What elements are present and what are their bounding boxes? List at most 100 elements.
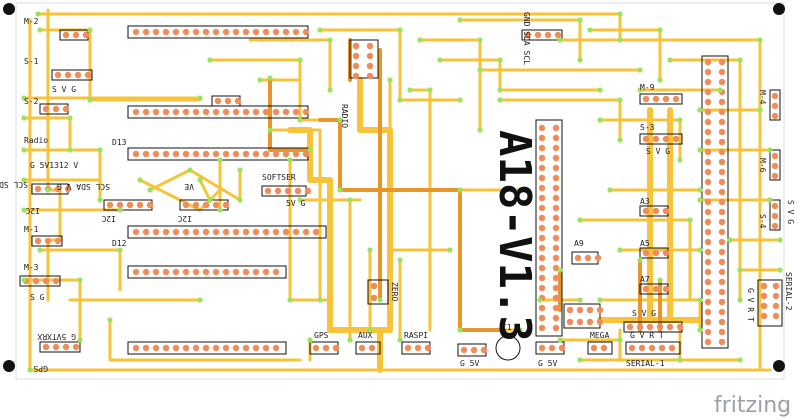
traces-yellow-power	[287, 77, 703, 373]
pin-pad	[538, 304, 546, 312]
pin-pad	[292, 150, 300, 158]
label-s1: S-1	[24, 57, 39, 66]
pin-pad	[718, 158, 726, 166]
via	[77, 277, 83, 283]
label-zero: ZERO	[390, 282, 399, 301]
pin-pad	[538, 274, 546, 282]
via	[457, 327, 463, 333]
pin-pad	[718, 178, 726, 186]
pin-pad	[132, 28, 140, 36]
pin-pad	[704, 198, 712, 206]
pin-pad	[142, 344, 150, 352]
pin-pad	[658, 344, 666, 352]
via	[407, 87, 413, 93]
via	[267, 75, 273, 81]
via	[21, 95, 27, 101]
pin-pad	[586, 306, 594, 314]
pin-pad	[252, 268, 260, 276]
silkscreen: M-2 S-1 S V G S-2 Radio G 5V1312 V SCL S…	[0, 12, 795, 373]
pin-pad	[558, 344, 566, 352]
label-a7: A7	[640, 275, 650, 284]
pin-pad	[642, 285, 650, 293]
via	[307, 147, 313, 153]
pin-pad	[222, 201, 230, 209]
pin-pad	[718, 108, 726, 116]
mounting-hole-br	[773, 360, 785, 372]
pin-pad	[470, 346, 478, 354]
via	[217, 157, 223, 163]
pin-pad	[538, 154, 546, 162]
pin-pad	[304, 187, 312, 195]
via	[617, 11, 623, 17]
pin-pad	[222, 268, 230, 276]
pin-pad	[718, 278, 726, 286]
pin-pad	[652, 249, 660, 257]
pin-pad	[272, 268, 280, 276]
pin-pad	[142, 150, 150, 158]
pin-pad	[162, 150, 170, 158]
pin-pad	[552, 144, 560, 152]
via	[347, 197, 353, 203]
pin-pad	[52, 277, 60, 285]
pin-pad	[586, 318, 594, 326]
pin-pad	[704, 68, 712, 76]
pin-pad	[718, 248, 726, 256]
label-a9: A9	[574, 239, 584, 248]
pin-pad	[312, 344, 320, 352]
pin-pad	[72, 31, 80, 39]
pin-pad	[292, 228, 300, 236]
via	[45, 187, 51, 193]
pin-pad	[212, 108, 220, 116]
pin-pad	[718, 288, 726, 296]
pin-pad	[552, 124, 560, 132]
pin-pad	[596, 318, 604, 326]
pin-pad	[538, 194, 546, 202]
label-gps-bottom: GPS	[33, 364, 48, 373]
pin-pad	[538, 174, 546, 182]
pin-pad	[772, 282, 780, 290]
label-ve: VE	[184, 182, 194, 191]
pin-pad	[552, 244, 560, 252]
pin-pad	[704, 248, 712, 256]
pin-pad	[424, 344, 432, 352]
pin-pad	[214, 97, 222, 105]
pin-pad	[232, 344, 240, 352]
pin-pad	[538, 324, 546, 332]
pin-pad	[538, 244, 546, 252]
via	[147, 187, 153, 193]
via	[497, 87, 503, 93]
via	[637, 87, 643, 93]
via	[217, 207, 223, 213]
via	[737, 267, 743, 273]
label-d13: D13	[112, 138, 127, 147]
pin-pad	[662, 95, 670, 103]
pin-pad	[552, 284, 560, 292]
pin-pad	[358, 344, 366, 352]
mounting-hole-tr	[773, 3, 785, 15]
pin-pad	[771, 212, 779, 220]
via	[667, 57, 673, 63]
via	[397, 27, 403, 33]
label-m4: M-4	[758, 90, 767, 105]
pin-pad	[262, 150, 270, 158]
pin-pad	[718, 228, 726, 236]
pin-pad	[222, 108, 230, 116]
label-d12: D12	[112, 239, 127, 248]
pin-pad	[552, 294, 560, 302]
pin-pad	[704, 238, 712, 246]
pin-pad	[704, 128, 712, 136]
via	[187, 167, 193, 173]
label-mega: MEGA	[590, 331, 609, 340]
label-svg-c: S V G	[632, 309, 656, 318]
pin-pad	[252, 150, 260, 158]
pin-pad	[234, 97, 242, 105]
pin-pad	[704, 308, 712, 316]
via	[657, 277, 663, 283]
pin-pad	[704, 98, 712, 106]
via	[387, 77, 393, 83]
pin-pad	[172, 344, 180, 352]
pin-pad	[252, 228, 260, 236]
pin-pad	[538, 234, 546, 242]
pin-pad	[202, 344, 210, 352]
pin-pad	[648, 344, 656, 352]
